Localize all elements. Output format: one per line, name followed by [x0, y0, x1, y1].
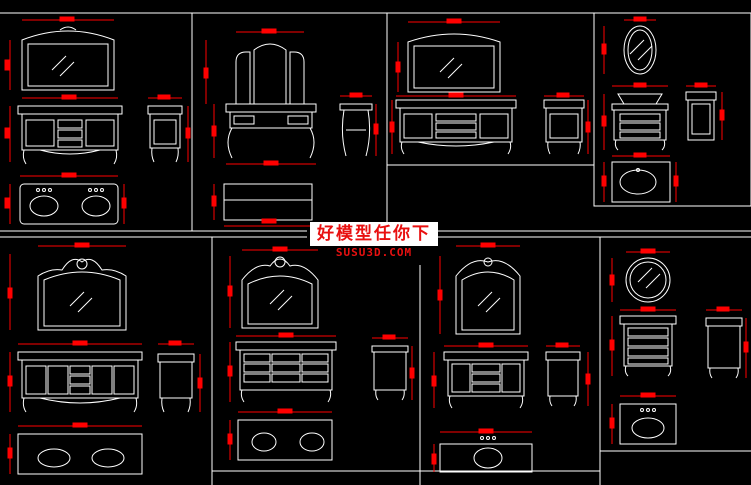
panel-8-drawings — [619, 257, 743, 445]
panel-2-drawings — [223, 43, 373, 221]
panel-4-dimensions — [601, 16, 725, 202]
panel-7-drawings — [439, 257, 581, 473]
panel-5-drawings — [17, 258, 195, 475]
panel-8-dimensions — [609, 248, 749, 444]
panel-2-dimensions — [203, 28, 379, 227]
panel-3-drawings — [395, 33, 585, 155]
panel-frames — [0, 12, 751, 485]
panel-6-dimensions — [227, 246, 415, 460]
panel-1-dimensions — [4, 16, 191, 224]
panel-7-dimensions — [431, 242, 591, 472]
panel-1-drawings — [17, 26, 183, 225]
panel-6-drawings — [235, 256, 409, 461]
panel-4-drawings — [611, 25, 717, 203]
panel-5-dimensions — [7, 242, 203, 474]
panel-3-dimensions — [389, 18, 591, 154]
